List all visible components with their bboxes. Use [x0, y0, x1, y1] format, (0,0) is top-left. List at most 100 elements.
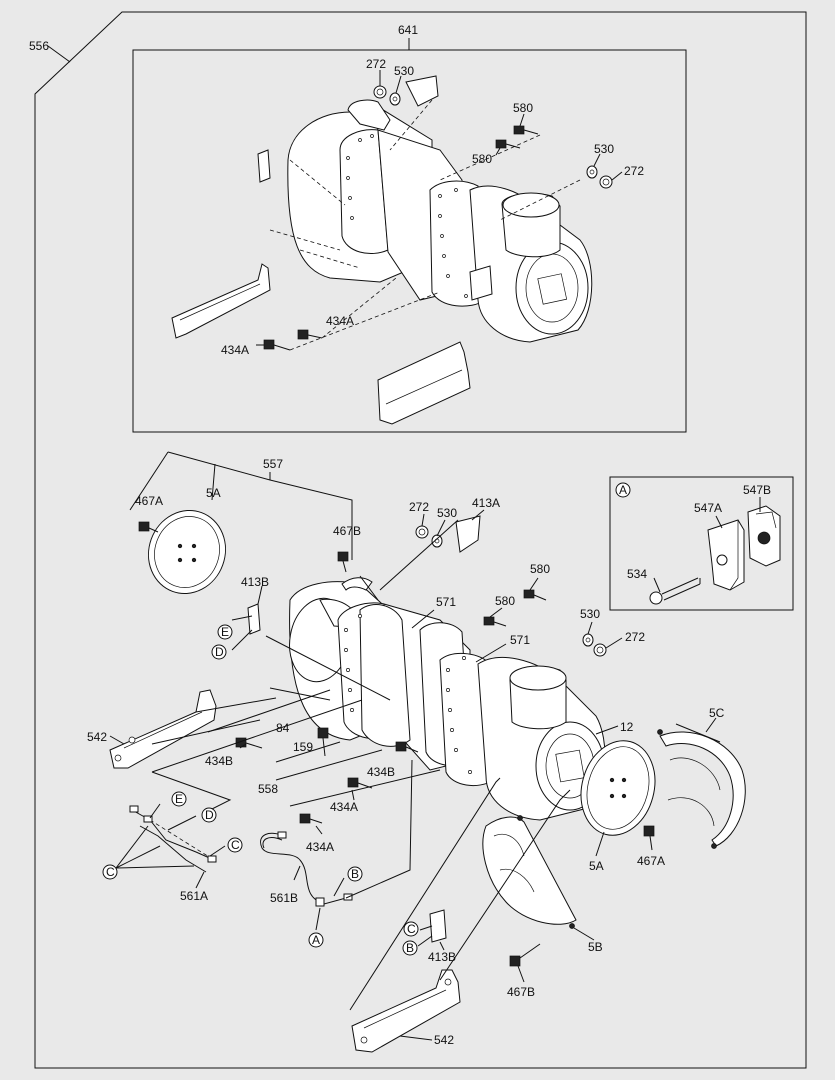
label-5B: 5B	[588, 940, 603, 954]
bolt-467A-left	[138, 521, 159, 533]
svg-text:C: C	[407, 922, 416, 936]
label-530-main-a: 530	[437, 506, 457, 520]
label-580-top-b: 580	[472, 152, 492, 166]
label-580-main-a: 580	[530, 562, 550, 576]
flange-holes-main	[344, 614, 472, 774]
label-12: 12	[620, 720, 634, 734]
label-530-main-b: 530	[580, 607, 600, 621]
svg-text:A: A	[619, 483, 627, 497]
bolt-434A-top-a	[263, 339, 291, 351]
bracket-413B-left	[247, 603, 261, 635]
label-556: 556	[29, 39, 49, 53]
label-5A-left: 5A	[206, 486, 221, 500]
label-434B-a: 434B	[205, 754, 233, 768]
callout-B-2: B	[402, 940, 418, 956]
label-434A-main-b: 434A	[306, 840, 334, 854]
callout-C-1: C	[227, 837, 243, 853]
nut-272-main-b	[593, 643, 607, 657]
label-434A-main-a: 434A	[330, 800, 358, 814]
label-561B: 561B	[270, 891, 298, 905]
label-641: 641	[398, 23, 418, 37]
bracket-413B-bottom	[429, 909, 447, 943]
nut-272-top-b	[599, 175, 613, 189]
label-542-left: 542	[87, 730, 107, 744]
label-434A-top-a: 434A	[326, 314, 354, 328]
washer-530-main-a	[431, 534, 443, 548]
svg-text:D: D	[215, 645, 224, 659]
end-cap-5A-right	[580, 740, 656, 836]
label-547A: 547A	[694, 501, 722, 515]
muffler-assembly-main	[289, 577, 606, 821]
label-5A-right: 5A	[589, 859, 604, 873]
subassembly-box-641	[132, 38, 687, 433]
bolt-467B-top	[337, 551, 349, 573]
heat-shield-5B	[482, 815, 577, 929]
clamp-547B	[747, 505, 781, 567]
bolt-580-top-a	[513, 125, 539, 135]
nut-272-main-a	[415, 525, 429, 539]
leader-lines-top	[256, 70, 623, 351]
svg-text:B: B	[406, 941, 414, 955]
label-558: 558	[258, 782, 278, 796]
bolt-580-main-a	[523, 589, 547, 601]
bolt-434B-b	[395, 741, 419, 753]
support-bracket-542-bottom	[351, 969, 461, 1053]
callout-D-2: D	[201, 807, 217, 823]
label-413B-bottom: 413B	[428, 950, 456, 964]
callout-D-1: D	[211, 644, 227, 660]
svg-text:E: E	[175, 792, 183, 806]
bracket-413A	[455, 515, 481, 553]
svg-text:C: C	[231, 838, 240, 852]
washer-530-top-b	[586, 165, 598, 179]
detail-box-A	[609, 476, 794, 611]
flange-holes-top	[346, 134, 468, 298]
label-547B: 547B	[743, 483, 771, 497]
callout-B-1: B	[347, 866, 363, 882]
label-272-main-a: 272	[409, 500, 429, 514]
support-bracket-top-right	[377, 341, 471, 425]
callout-E-2: E	[171, 791, 187, 807]
bolt-159	[317, 727, 329, 757]
label-272-main-b: 272	[625, 630, 645, 644]
washer-530-main-b	[582, 633, 594, 647]
bolt-434A-main-a	[347, 777, 373, 789]
callout-C-2: C	[102, 864, 118, 880]
outer-frame	[34, 11, 807, 1069]
bolt-434B-a	[235, 737, 263, 749]
bolt-534	[649, 577, 701, 605]
bolt-467B-bottom	[509, 943, 541, 967]
callout-C-3: C	[403, 921, 419, 937]
label-467A-right: 467A	[637, 854, 665, 868]
bolt-580-top-b	[495, 139, 521, 149]
heat-shield-5C	[657, 723, 746, 849]
muffler-assembly-top	[257, 75, 593, 343]
nut-272-top-a	[373, 85, 387, 99]
label-580-top-a: 580	[513, 101, 533, 115]
callout-E-1: E	[217, 624, 233, 640]
label-413B-left: 413B	[241, 575, 269, 589]
label-467B-top: 467B	[333, 524, 361, 538]
clamp-547A	[707, 519, 745, 591]
label-534: 534	[627, 567, 647, 581]
label-530-top-b: 530	[594, 142, 614, 156]
label-580-main-b: 580	[495, 594, 515, 608]
bolt-434A-top-b	[297, 329, 323, 340]
label-5C: 5C	[709, 706, 725, 720]
callout-A-detail: A	[615, 482, 631, 498]
label-571-b: 571	[510, 633, 530, 647]
callout-A-1: A	[308, 932, 324, 948]
label-272-top-b: 272	[624, 164, 644, 178]
svg-text:D: D	[205, 808, 214, 822]
leader-lines-detail	[653, 497, 761, 593]
label-561A: 561A	[180, 889, 208, 903]
bolt-467A-right	[643, 825, 655, 837]
label-467B-bottom: 467B	[507, 985, 535, 999]
end-cap-5A-left	[148, 509, 226, 595]
svg-text:A: A	[312, 933, 320, 947]
label-542-bottom: 542	[434, 1033, 454, 1047]
bolt-580-main-b	[483, 616, 507, 627]
label-530-top-a: 530	[394, 64, 414, 78]
svg-text:E: E	[221, 625, 229, 639]
label-272-top-a: 272	[366, 57, 386, 71]
